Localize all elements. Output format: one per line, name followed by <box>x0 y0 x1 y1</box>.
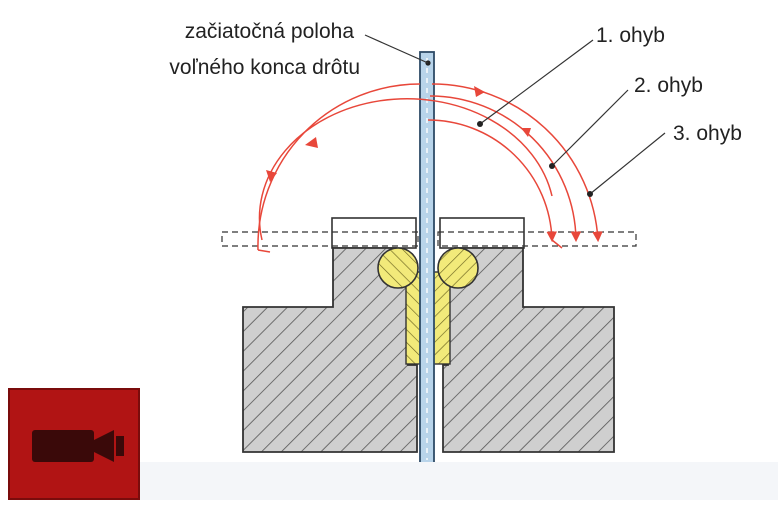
bending-rollers <box>377 247 479 289</box>
bend-arc-2 <box>429 95 582 243</box>
start-position-label-line2: voľného konca drôtu <box>169 56 360 79</box>
play-video-button[interactable] <box>8 388 140 500</box>
bent-wire-positions <box>221 231 637 247</box>
bending-arcs <box>257 83 603 253</box>
bend-2-label: 2. ohyb <box>634 74 703 97</box>
return-arc-inner <box>258 98 553 241</box>
upper-clamp <box>331 217 525 249</box>
bend-1-label: 1. ohyb <box>596 24 665 47</box>
wire <box>419 51 435 467</box>
leader-lines <box>364 34 666 197</box>
start-position-label-line1: začiatočná poloha <box>185 20 355 43</box>
return-arc-outer <box>257 83 421 251</box>
bend-arc-3 <box>431 83 603 243</box>
bend-arc-1 <box>427 119 557 243</box>
arc-arrowheads <box>266 86 531 182</box>
video-camera-icon <box>32 430 124 462</box>
bend-3-label: 3. ohyb <box>673 122 742 145</box>
bottom-strip <box>140 462 778 500</box>
